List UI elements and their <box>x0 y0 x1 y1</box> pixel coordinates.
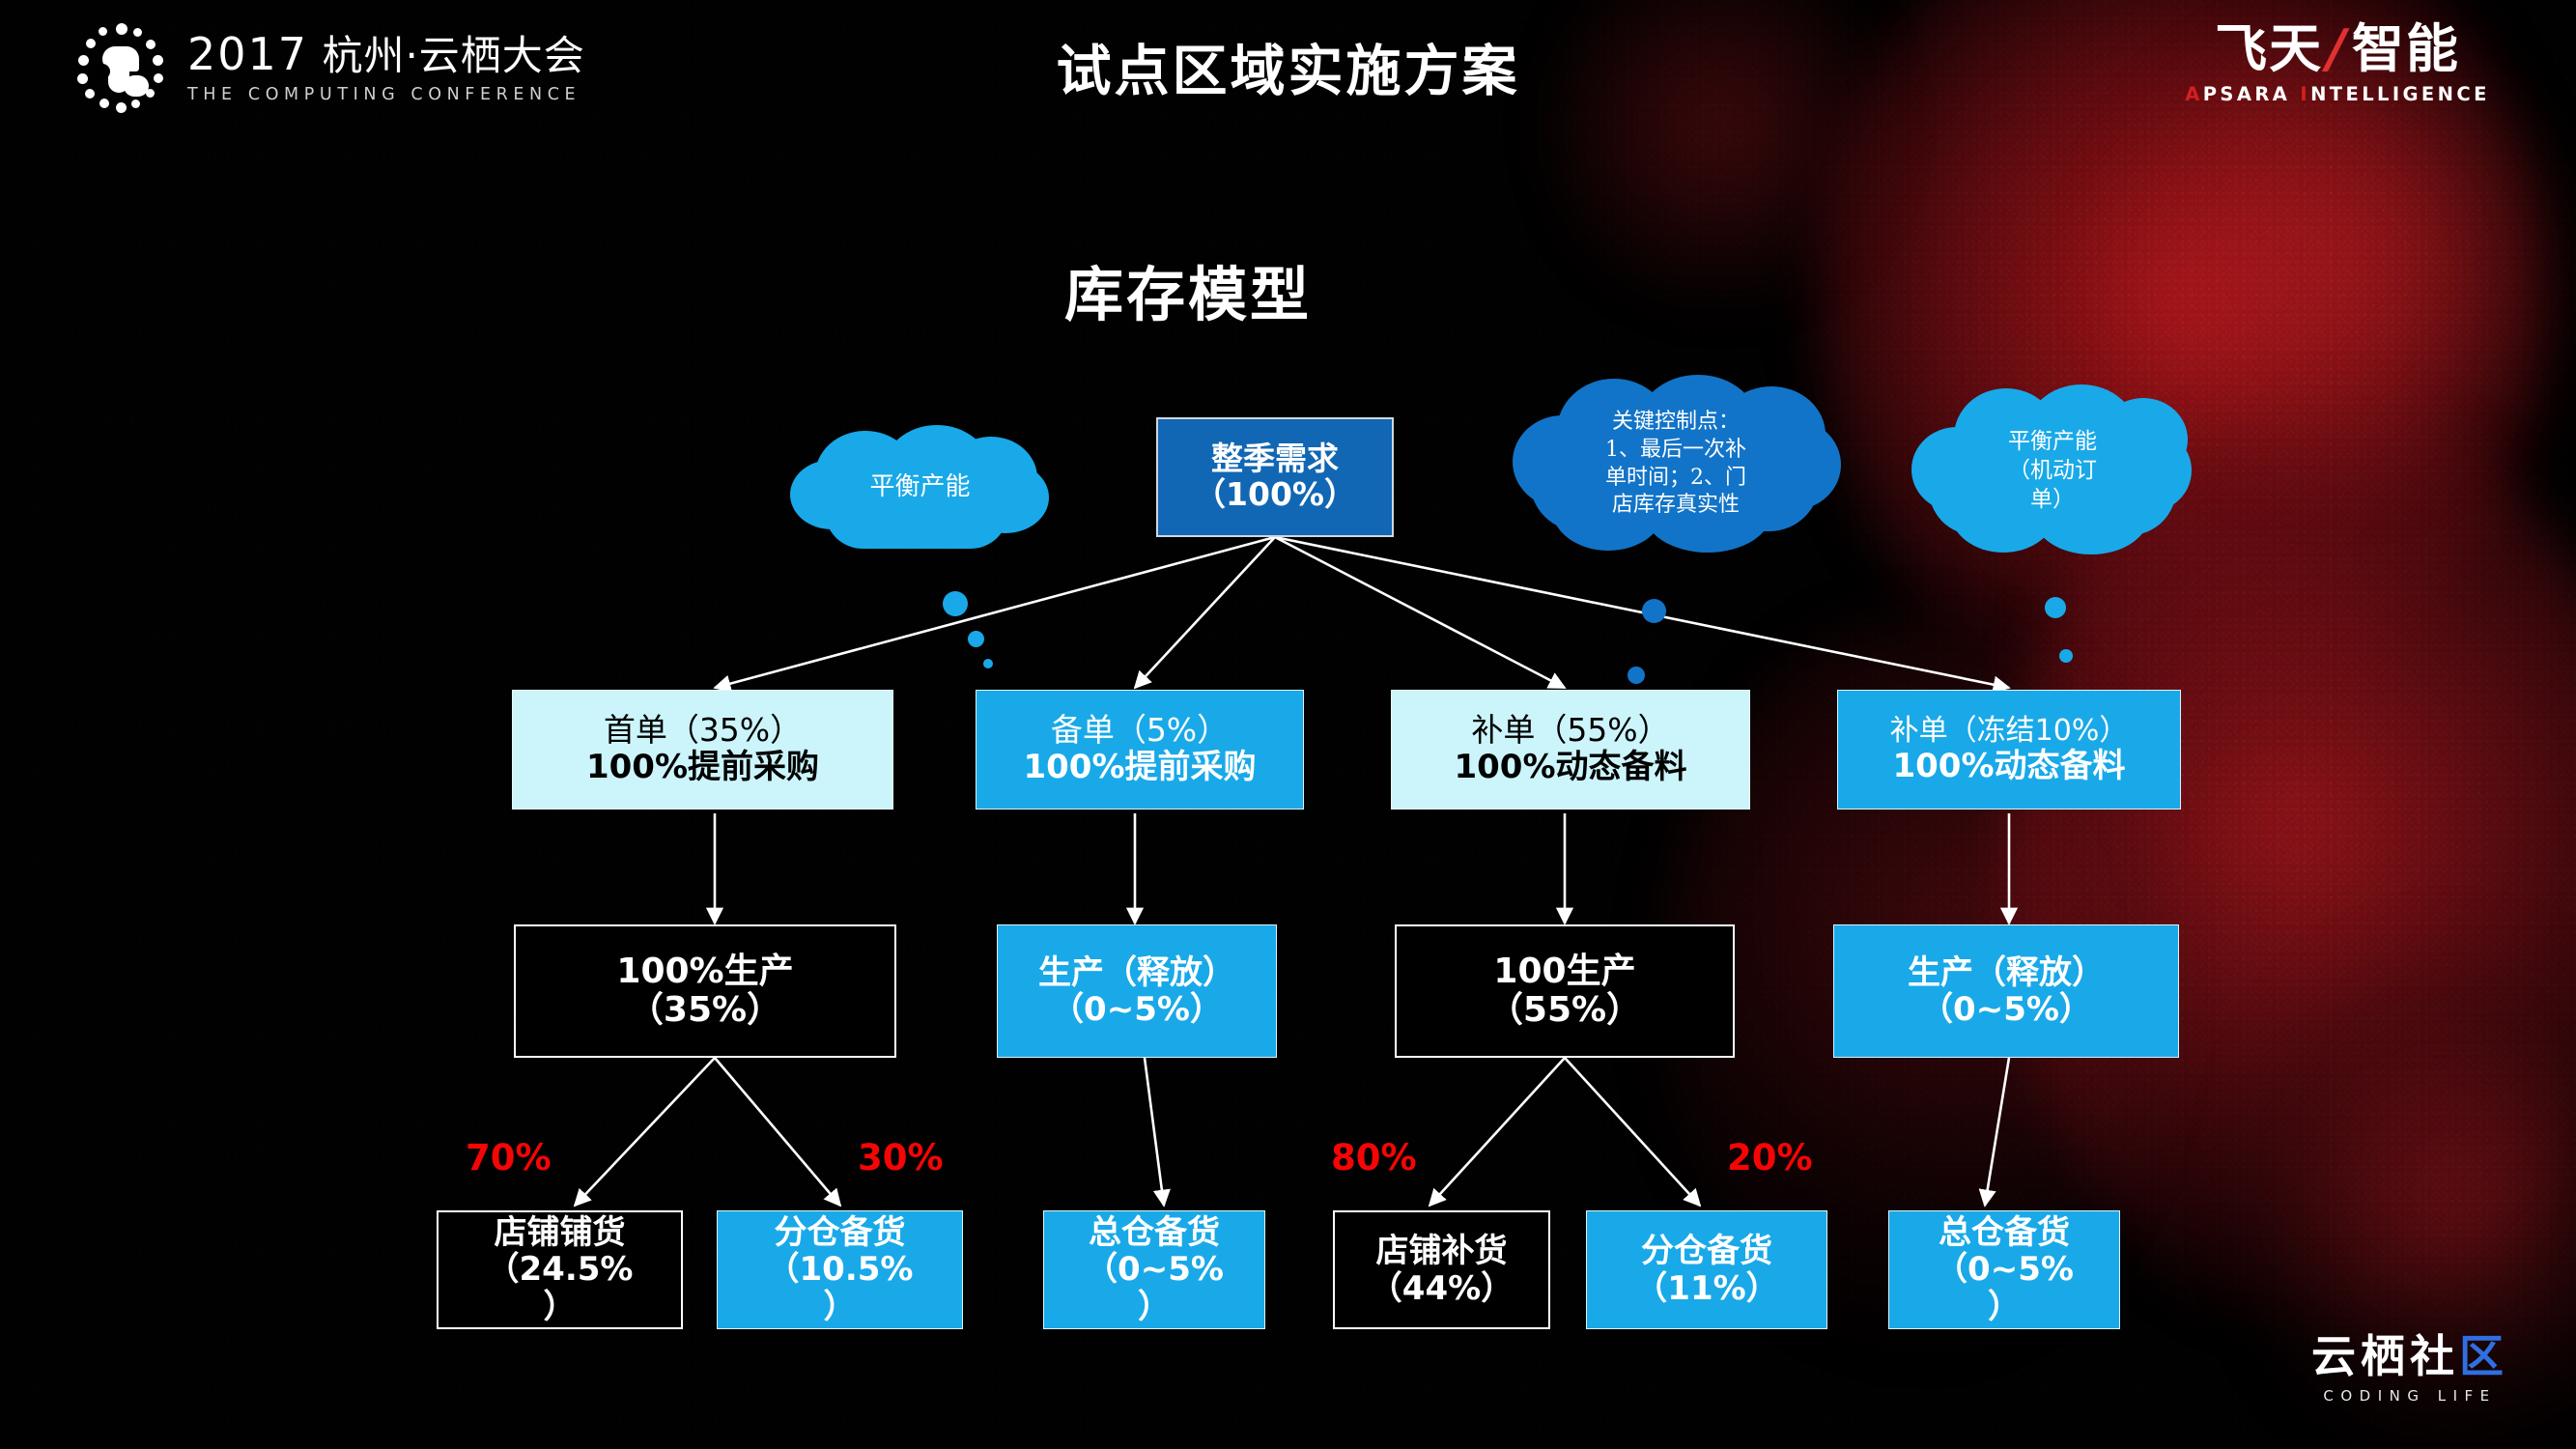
node-root-seasonal-demand[interactable]: 整季需求 （100%） <box>1156 417 1394 537</box>
apsara-en-rest: NTELLIGENCE <box>2310 83 2490 105</box>
yunqi-brand-accent: 区 <box>2459 1330 2508 1382</box>
logo-year: 2017 <box>187 28 309 81</box>
node-line-1: 生产（释放） <box>1038 952 1235 992</box>
node-replenish-frozen[interactable]: 补单（冻结10%） 100%动态备料 <box>1837 690 2181 810</box>
cloud-line: 1、最后一次补 <box>1605 437 1746 462</box>
node-line-2: 100%动态备料 <box>1892 746 2126 785</box>
cloud-line: 平衡产能 <box>2008 429 2097 455</box>
apsara-en-a: A <box>2185 83 2203 105</box>
page-title: 试点区域实施方案 <box>1056 40 1520 103</box>
split-label-70: 70% <box>466 1137 552 1179</box>
cloud-text-balance-capacity-right: 平衡产能 （机动订 单） <box>1908 384 2197 558</box>
yunqi-brand-en: CODING LIFE <box>2323 1387 2497 1405</box>
node-line-1: 100生产 <box>1493 951 1636 991</box>
cloud-tail-bubble <box>2059 649 2073 663</box>
node-replenish-order[interactable]: 补单（55%） 100%动态备料 <box>1391 690 1750 810</box>
yunqi-community-logo: 云栖社区 CODING LIFE <box>2311 1334 2508 1405</box>
yunqi-brand-cn: 云栖社 <box>2311 1330 2459 1382</box>
node-line-1: 总仓备货 <box>1939 1213 2070 1253</box>
cloud-line: 单） <box>2030 486 2075 512</box>
node-branch-warehouse-1[interactable]: 分仓备货 （10.5% ） <box>717 1210 963 1329</box>
logo-city: 杭州·云栖大会 <box>322 32 585 80</box>
node-store-stocking[interactable]: 店铺铺货 （24.5% ） <box>437 1210 683 1329</box>
node-store-replenish[interactable]: 店铺补货 （44%） <box>1333 1210 1550 1329</box>
node-line-1: 补单（55%） <box>1471 711 1670 750</box>
node-line-1: 备单（5%） <box>1050 711 1230 750</box>
cloud-balance-capacity-right: 平衡产能 （机动订 单） <box>1908 384 2197 558</box>
node-branch-warehouse-2[interactable]: 分仓备货 （11%） <box>1586 1210 1827 1329</box>
node-line-2: 100%提前采购 <box>1023 748 1257 787</box>
cloud-text-key-control-points: 关键控制点： 1、最后一次补 单时间；2、门 店库存真实性 <box>1507 375 1845 554</box>
node-line-1: 补单（冻结10%） <box>1889 714 2129 749</box>
apsara-en-psara: PSARA <box>2202 83 2301 105</box>
cloud-tail-bubble <box>943 591 968 616</box>
logo-subtitle: THE COMPUTING CONFERENCE <box>187 84 581 104</box>
node-line-3: ） <box>1988 1287 2021 1326</box>
node-line-1: 分仓备货 <box>774 1213 906 1253</box>
logo-title: 2017 杭州·云栖大会 <box>187 31 585 78</box>
apsara-slash: / <box>2327 18 2348 79</box>
split-label-80: 80% <box>1331 1137 1417 1179</box>
conference-dot-logo-icon <box>73 21 166 114</box>
cloud-line: 单时间；2、门 <box>1605 465 1746 490</box>
cloud-tail-bubble <box>1628 667 1645 684</box>
cloud-line: 关键控制点： <box>1611 410 1740 435</box>
node-line-2: 100%提前采购 <box>585 748 820 787</box>
apsara-en-i: I <box>2300 83 2311 105</box>
node-central-warehouse-2[interactable]: 总仓备货 （0~5% ） <box>1888 1210 2120 1329</box>
node-line-2: （0~5%） <box>1051 990 1223 1029</box>
node-line-1: 首单（35%） <box>603 711 803 750</box>
cloud-balance-capacity-left: 平衡产能 <box>782 425 1058 551</box>
node-produce-release-5[interactable]: 生产（释放） （0~5%） <box>997 924 1277 1058</box>
split-label-30: 30% <box>858 1137 944 1179</box>
apsara-cn-right: 智能 <box>2351 18 2460 79</box>
split-label-20: 20% <box>1727 1137 1813 1179</box>
node-line-2: （0~5%） <box>1920 990 2092 1029</box>
section-subtitle: 库存模型 <box>1063 261 1312 329</box>
cloud-tail-bubble <box>2045 597 2066 618</box>
cloud-line: （机动订 <box>2008 458 2097 484</box>
node-line-1: 生产（释放） <box>1908 952 2105 992</box>
node-central-warehouse-1[interactable]: 总仓备货 （0~5% ） <box>1043 1210 1265 1329</box>
conference-logo: 2017 杭州·云栖大会 THE COMPUTING CONFERENCE <box>73 21 585 114</box>
node-line-3: ） <box>543 1287 577 1326</box>
cloud-key-control-points: 关键控制点： 1、最后一次补 单时间；2、门 店库存真实性 <box>1507 375 1845 554</box>
node-line-1: 店铺铺货 <box>494 1213 626 1253</box>
node-produce-release-5b[interactable]: 生产（释放） （0~5%） <box>1833 924 2179 1058</box>
node-line-2: 100%动态备料 <box>1454 748 1687 787</box>
node-produce-35[interactable]: 100%生产 （35%） <box>514 924 896 1058</box>
cloud-tail-bubble <box>983 659 993 668</box>
node-line-3: ） <box>1138 1287 1171 1326</box>
node-line-2: （10.5% <box>766 1250 914 1290</box>
node-line-2: （0~5% <box>1085 1250 1224 1290</box>
node-line-2: （44%） <box>1369 1268 1514 1308</box>
node-line-2: （55%） <box>1487 990 1642 1030</box>
node-reserve-order[interactable]: 备单（5%） 100%提前采购 <box>976 690 1304 810</box>
node-line-2: （24.5% <box>486 1250 634 1290</box>
node-produce-55[interactable]: 100生产 （55%） <box>1395 924 1735 1058</box>
node-line-1: 100%生产 <box>616 951 794 991</box>
node-line-2: （0~5% <box>1935 1250 2074 1290</box>
cloud-line: 店库存真实性 <box>1611 493 1740 518</box>
node-line-1: 总仓备货 <box>1089 1213 1220 1253</box>
cloud-line: 平衡产能 <box>869 472 971 502</box>
node-first-order[interactable]: 首单（35%） 100%提前采购 <box>512 690 893 810</box>
node-line-1: 店铺补货 <box>1375 1232 1508 1271</box>
cloud-tail-bubble <box>1642 599 1666 623</box>
node-line-1: 分仓备货 <box>1641 1232 1772 1271</box>
node-line-2: （11%） <box>1634 1268 1779 1308</box>
node-line-2: （100%） <box>1194 475 1356 513</box>
node-line-1: 整季需求 <box>1211 440 1339 478</box>
node-line-3: ） <box>823 1287 857 1326</box>
cloud-text-balance-capacity-left: 平衡产能 <box>782 425 1058 551</box>
node-line-2: （35%） <box>628 990 782 1030</box>
cloud-tail-bubble <box>968 631 984 647</box>
apsara-cn-left: 飞天 <box>2215 18 2324 79</box>
apsara-intelligence-logo: 飞天/智能 APSARA INTELLIGENCE <box>2178 23 2497 106</box>
